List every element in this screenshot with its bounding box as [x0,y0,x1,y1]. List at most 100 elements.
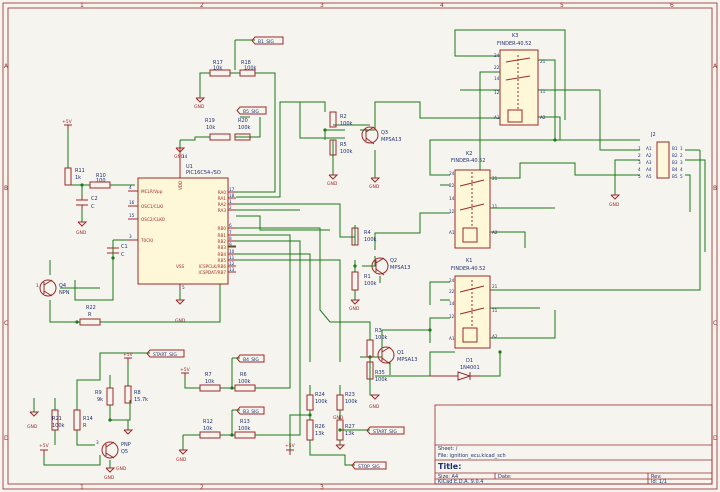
capacitor-c1[interactable]: C1 C [107,244,128,258]
resistor-r22[interactable]: R22 R [79,305,101,326]
resistor-value: 10k [205,379,214,385]
frame-row-label: A [713,63,718,70]
gnd-symbol: GND [194,97,206,110]
connector-pin: A5 [646,174,652,179]
connector-pin: B4 [672,167,678,172]
mcu-right-pins: 17 18 1 2 6 7 8 9 10 11 12 13 RA0 RA1 RA… [199,187,236,275]
transistor-q4[interactable]: Q4 NPN 1 [36,279,70,297]
capacitor-c2[interactable]: C2 C [76,195,98,210]
connector-pin-num: 4 [638,167,641,172]
resistor-r19[interactable]: R19 10k [205,118,231,141]
resistor-value: 13k [345,431,354,437]
mcu-pin-name: RB0 [218,226,227,231]
relay-pin: 22 [449,289,455,294]
frame-row-ticks: A B C D A B C D [4,63,718,442]
frame-row-label: C [4,320,8,327]
vcc-label: +5V [285,443,296,449]
relay-k3[interactable]: K3 FINDER-40.52 24 22 14 12 A1 21 11 A2 [494,33,546,126]
relay-pin: 24 [494,53,500,58]
resistor-r3[interactable]: R3 100k [366,328,388,358]
resistor-r4[interactable]: R4 100k [351,227,377,246]
resistor-r13[interactable]: R13 100k [234,419,256,439]
relay-value: FINDER-40.52 [451,158,486,164]
net-label-text: STOP_SIG [358,464,380,470]
gnd-label: GND [174,154,185,160]
resistor-r27[interactable]: R27 13k [336,419,355,441]
connector-pin-num: 1 [638,146,641,151]
mcu-pin-num: 3 [129,234,132,239]
resistor-value: 10k [206,125,215,131]
net-label-b5[interactable]: B5_SIG [236,106,267,115]
relay-ref: K3 [512,33,518,39]
mcu-pin-num: 17 [229,187,235,192]
resistor-ref: R3 [375,328,382,334]
resistor-r10[interactable]: R10 100 [89,173,111,189]
mcu-pin-num: 12 [229,261,235,266]
frame-col-ticks: 1 2 3 4 5 6 1 2 3 [80,2,674,491]
resistor-r2[interactable]: R2 100k [329,111,353,128]
relay-k2[interactable]: K2 FINDER-40.52 24 22 14 12 A1 21 11 A2 [449,151,498,249]
resistor-value: 100k [375,377,388,383]
net-label-start1[interactable]: START_SIG [146,349,185,358]
resistor-r17[interactable]: R17 10k [209,60,231,77]
connector-pin: B2 [672,153,678,158]
net-label-stop[interactable]: STOP_SIG [351,461,387,470]
transistor-q5[interactable]: PNP Q5 3 [96,440,131,459]
mcu-pin-num: 11 [229,255,235,260]
mcu-pin-num: 7 [229,230,232,235]
mcu-u1[interactable]: U1 PIC16C54-/SO VDD VSS 14 5 4 16 15 3 M… [128,148,236,290]
resistor-r1[interactable]: R1 100k [351,271,377,291]
mcu-ref: U1 [186,164,193,170]
mcu-pin-name: RA0 [218,190,227,195]
resistor-r35[interactable]: R35 100k [366,361,388,383]
frame-col-label: 1 [80,2,84,9]
gnd-symbol: GND [116,429,134,472]
junctions [75,128,557,437]
resistor-value: 100k [340,149,353,155]
mcu-pin-name: RB5 [218,258,227,263]
resistor-r7[interactable]: R7 10k [199,372,221,392]
transistor-q2[interactable]: Q2 MPSA13 [371,257,410,276]
resistor-r23[interactable]: R23 100k [336,392,358,411]
resistor-r20[interactable]: R20 100k [234,118,251,141]
resistor-value: 10k [203,426,212,432]
gnd-label: GND [333,415,344,421]
resistor-r26[interactable]: R26 13k [306,419,325,441]
transistor-value: NPN [59,290,70,296]
transistor-q3[interactable]: Q3 MPSA13 [361,126,401,145]
gnd-symbol: GND [369,177,381,190]
resistor-r11[interactable]: R11 1k [64,167,85,186]
relay-value: FINDER-40.52 [451,266,486,272]
net-label-b4[interactable]: B4_SIG [236,354,265,363]
resistor-r9[interactable]: R9 9k [95,387,114,406]
resistor-ref: R5 [340,142,347,148]
resistor-value: 15.7k [134,397,148,403]
resistor-r24[interactable]: R24 100k [306,392,328,411]
transistor-q1[interactable]: Q1 MPSA13 [377,346,417,365]
resistor-r8[interactable]: R8 15.7k [124,385,148,404]
frame-row-label: B [713,185,717,192]
resistor-r21[interactable]: R21 100k [51,409,65,431]
relay-k1[interactable]: K1 FINDER-40.52 24 22 14 12 A1 21 11 A2 [449,258,498,349]
mcu-pin-name: RA2 [218,202,227,207]
title-block-size: Size: A4 [438,474,458,480]
gnd-label: GND [116,466,127,472]
diode-d1[interactable]: D1 1N4001 [430,358,480,381]
relay-pin: 21 [492,284,498,289]
net-label-b3[interactable]: B3_SIG [236,406,265,415]
resistor-r14[interactable]: R14 R [73,409,93,431]
gnd-symbol: GND [369,394,381,410]
mcu-pin-name: T0CKI [140,238,153,243]
resistor-value: 100k [52,423,65,429]
resistor-r12[interactable]: R12 10k [199,419,221,439]
transistor-pin-mark: 3 [96,440,99,445]
resistor-r5[interactable]: R5 100k [329,139,353,156]
transistor-ref: PNP [121,442,131,448]
resistor-r18[interactable]: R18 100k [239,60,257,77]
resistor-r6[interactable]: R6 100k [234,372,256,392]
connector-j2[interactable]: J2 A1 A2 A3 A4 A5 B1 B2 B3 B4 B5 1 2 3 4… [638,132,683,179]
frame-col-label: 3 [320,484,324,491]
title-block-date: Date: [498,474,512,480]
net-label-b1[interactable]: B1_SIG [251,36,284,45]
net-label-start2[interactable]: START_SIG [366,426,405,435]
